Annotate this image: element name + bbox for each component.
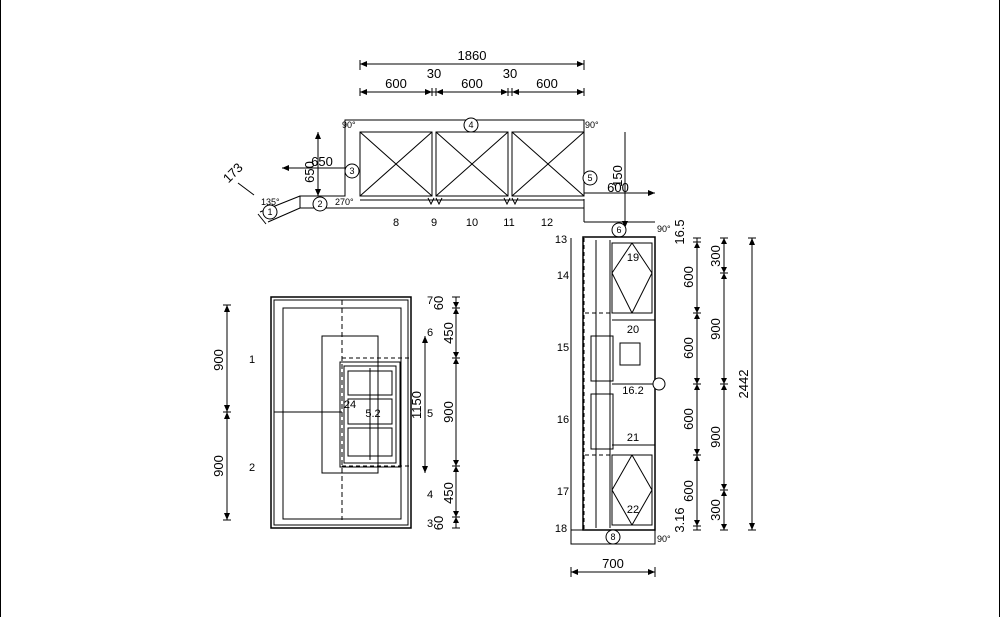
marker-4: 4: [468, 120, 473, 130]
label-18: 18: [555, 523, 567, 535]
plan-view: 1860 600 600 600 30 30: [220, 48, 671, 237]
dim-600-side-d: 600: [681, 480, 696, 502]
label-21: 21: [627, 432, 639, 444]
dim-2442: 2442: [736, 370, 751, 399]
angle-135: 135°: [261, 197, 280, 207]
front-view: 900 900 1 2 24 5.2 1150 7 6 5 4 3: [211, 295, 460, 530]
angle-90-topright: 90°: [585, 120, 599, 130]
side-view: 13 14 15 16 17 18 19 20 16.2 21 2: [555, 219, 756, 577]
dim-900-right: 900: [441, 401, 456, 423]
marker-3: 3: [349, 166, 354, 176]
label-17: 17: [557, 486, 569, 498]
label-19: 19: [627, 252, 639, 264]
label-16-2: 16.2: [622, 385, 643, 397]
label-3: 3: [427, 518, 433, 530]
dim-600-right: 600: [607, 180, 629, 195]
dim-600-side-c: 600: [681, 408, 696, 430]
angle-90-right: 90°: [657, 224, 671, 234]
label-11: 11: [503, 217, 514, 229]
dim-700: 700: [602, 556, 624, 571]
label-16: 16: [557, 414, 569, 426]
marker-5: 5: [587, 173, 592, 183]
marker-1: 1: [267, 207, 272, 217]
dim-16-5: 16.5: [672, 219, 687, 244]
dim-650-vertical: 650: [302, 161, 317, 183]
dim-150: 150: [610, 165, 625, 187]
marker-8: 8: [610, 532, 615, 542]
dim-900-upper: 900: [211, 349, 226, 371]
dim-900-side-b: 900: [708, 426, 723, 448]
dim-30-b: 30: [503, 66, 517, 81]
label-5-2: 5.2: [365, 408, 380, 420]
dim-600-side-a: 600: [681, 266, 696, 288]
label-14: 14: [557, 270, 569, 282]
dim-60-top: 60: [431, 296, 446, 310]
label-2: 2: [249, 462, 255, 474]
dim-30-a: 30: [427, 66, 441, 81]
dim-1860: 1860: [458, 48, 487, 63]
angle-270: 270°: [335, 197, 354, 207]
label-1: 1: [249, 354, 255, 366]
label-24: 24: [344, 399, 356, 411]
label-22: 22: [627, 504, 639, 516]
angle-90-bottom: 90°: [657, 534, 671, 544]
dim-1150: 1150: [409, 391, 424, 419]
dim-60-bottom: 60: [431, 516, 446, 530]
label-9: 9: [431, 217, 437, 229]
label-20: 20: [627, 324, 639, 336]
dim-173: 173: [220, 160, 246, 186]
label-12: 12: [541, 217, 553, 229]
label-5: 5: [427, 408, 433, 420]
marker-6: 6: [616, 225, 621, 235]
dim-300-bottom: 300: [708, 499, 723, 521]
dim-600-a: 600: [385, 76, 407, 91]
dim-600-side-b: 600: [681, 337, 696, 359]
label-13: 13: [555, 234, 567, 246]
marker-2: 2: [317, 199, 322, 209]
dim-450-top: 450: [441, 322, 456, 344]
angle-90-topleft: 90°: [342, 120, 356, 130]
dim-600-b: 600: [461, 76, 483, 91]
dim-900-side-a: 900: [708, 318, 723, 340]
label-10: 10: [466, 217, 478, 229]
label-4: 4: [427, 489, 433, 501]
dim-3-16: 3.16: [672, 507, 687, 532]
label-8: 8: [393, 217, 399, 229]
dim-300-top: 300: [708, 245, 723, 267]
dim-450-bottom: 450: [441, 482, 456, 504]
label-7: 7: [427, 295, 433, 307]
dim-900-lower: 900: [211, 455, 226, 477]
label-15: 15: [557, 342, 569, 354]
dim-600-c: 600: [536, 76, 558, 91]
label-6: 6: [427, 327, 433, 339]
